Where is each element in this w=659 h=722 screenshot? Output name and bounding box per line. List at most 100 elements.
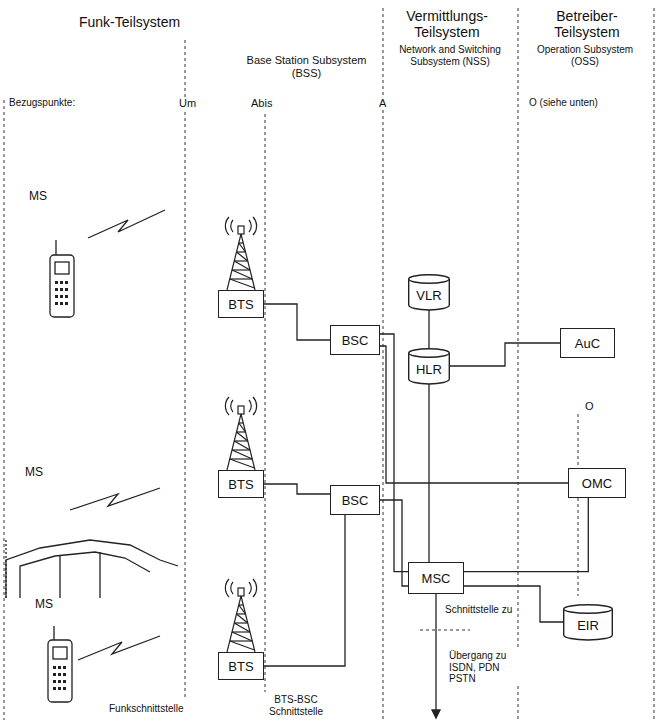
boundary-line — [518, 8, 519, 720]
subsystem-heading: Base Station Subsystem (BSS) — [238, 54, 375, 79]
phone-key — [53, 666, 56, 669]
car — [6, 540, 178, 598]
phone-key — [63, 666, 66, 669]
connector-line — [264, 304, 330, 340]
boundary-line — [185, 40, 186, 700]
interface-line — [420, 630, 470, 631]
phone — [50, 255, 74, 317]
msc-box: MSC — [408, 562, 464, 594]
phone-antenna — [55, 240, 56, 255]
phone-key — [60, 281, 63, 284]
phone-key — [58, 680, 61, 683]
node-label: VLR — [416, 282, 441, 303]
phone-key — [55, 295, 58, 298]
radio-link — [70, 488, 160, 510]
connector — [464, 498, 588, 572]
arrowhead — [432, 710, 440, 718]
phone-key — [60, 295, 63, 298]
connector — [264, 304, 330, 340]
phone-key — [65, 281, 68, 284]
phone — [48, 640, 72, 702]
phone-key — [55, 288, 58, 291]
antenna-tower — [225, 217, 256, 290]
interface-name: Um — [178, 97, 197, 110]
node-label: AuC — [575, 336, 600, 351]
bsc-box: BSC — [330, 325, 380, 355]
connector — [450, 343, 560, 366]
radio-link — [78, 636, 160, 660]
interface-name: O — [584, 400, 595, 413]
node-label: HLR — [416, 356, 442, 377]
antenna-tower — [225, 579, 256, 652]
node-label: MSC — [422, 571, 451, 586]
omc-box: OMC — [568, 468, 626, 498]
connector — [264, 515, 345, 666]
interface-line — [578, 414, 579, 596]
subsystem-heading: Funk-Teilsystem — [78, 14, 181, 30]
car — [5, 540, 6, 600]
node-label: OMC — [582, 476, 612, 491]
ms-label: MS — [34, 598, 54, 612]
connector-line — [264, 484, 330, 494]
connector-line — [264, 515, 345, 666]
connector-line — [428, 384, 429, 562]
interface-note: Übergang zu ISDN, PDN PSTN — [448, 650, 526, 685]
connector-line — [428, 310, 429, 348]
connector — [380, 500, 408, 586]
phone-key — [53, 673, 56, 676]
phone-key — [58, 673, 61, 676]
node-label: EIR — [577, 612, 599, 633]
phone-key — [65, 295, 68, 298]
phone-screen — [53, 647, 67, 659]
car — [60, 552, 100, 598]
node-label: BSC — [342, 493, 369, 508]
phone-screen — [55, 262, 69, 274]
bts-box: BTS — [218, 470, 264, 498]
phone-key — [65, 302, 68, 305]
reference-heading: Bezugspunkte: — [8, 97, 76, 109]
phone-key — [53, 680, 56, 683]
gateway-line — [435, 594, 436, 712]
database-cylinder: VLR — [408, 274, 450, 310]
phone-key — [63, 687, 66, 690]
connector — [429, 384, 430, 562]
connector-line — [380, 500, 408, 586]
node-label: BTS — [228, 659, 253, 674]
node-label: BTS — [228, 297, 253, 312]
phone-key — [63, 680, 66, 683]
database-cylinder: HLR — [408, 348, 450, 384]
connector-line — [464, 498, 588, 572]
bts-box: BTS — [218, 652, 264, 680]
phone-key — [60, 288, 63, 291]
ms-label: MS — [28, 190, 48, 204]
boundary-line — [265, 114, 266, 692]
connector-line — [450, 343, 560, 366]
boundary-line — [4, 100, 5, 720]
phone-key — [55, 281, 58, 284]
boundary-line — [383, 8, 384, 720]
phone-key — [60, 302, 63, 305]
subsystem-heading: Betreiber-Teilsystem — [526, 8, 648, 40]
node-label: BSC — [342, 333, 369, 348]
database-cylinder: EIR — [563, 604, 613, 640]
boundary-line — [654, 8, 655, 720]
interface-name: A — [378, 97, 387, 110]
subsystem-heading: Vermittlungs-Teilsystem — [390, 8, 504, 40]
connector-line — [380, 334, 408, 572]
bts-box: BTS — [218, 290, 264, 318]
phone-key — [63, 673, 66, 676]
antenna-tower — [225, 397, 256, 470]
phone-key — [58, 666, 61, 669]
connector — [264, 484, 330, 494]
node-label: BTS — [228, 477, 253, 492]
connector — [380, 334, 408, 572]
phone-key — [53, 687, 56, 690]
phone-key — [58, 687, 61, 690]
bsc-box: BSC — [330, 485, 380, 515]
ms-label: MS — [24, 466, 44, 480]
interface-note: Funkschnittstelle — [108, 703, 184, 715]
interface-name: Abis — [250, 97, 273, 110]
auc-box: AuC — [560, 328, 615, 358]
connector — [429, 310, 430, 348]
